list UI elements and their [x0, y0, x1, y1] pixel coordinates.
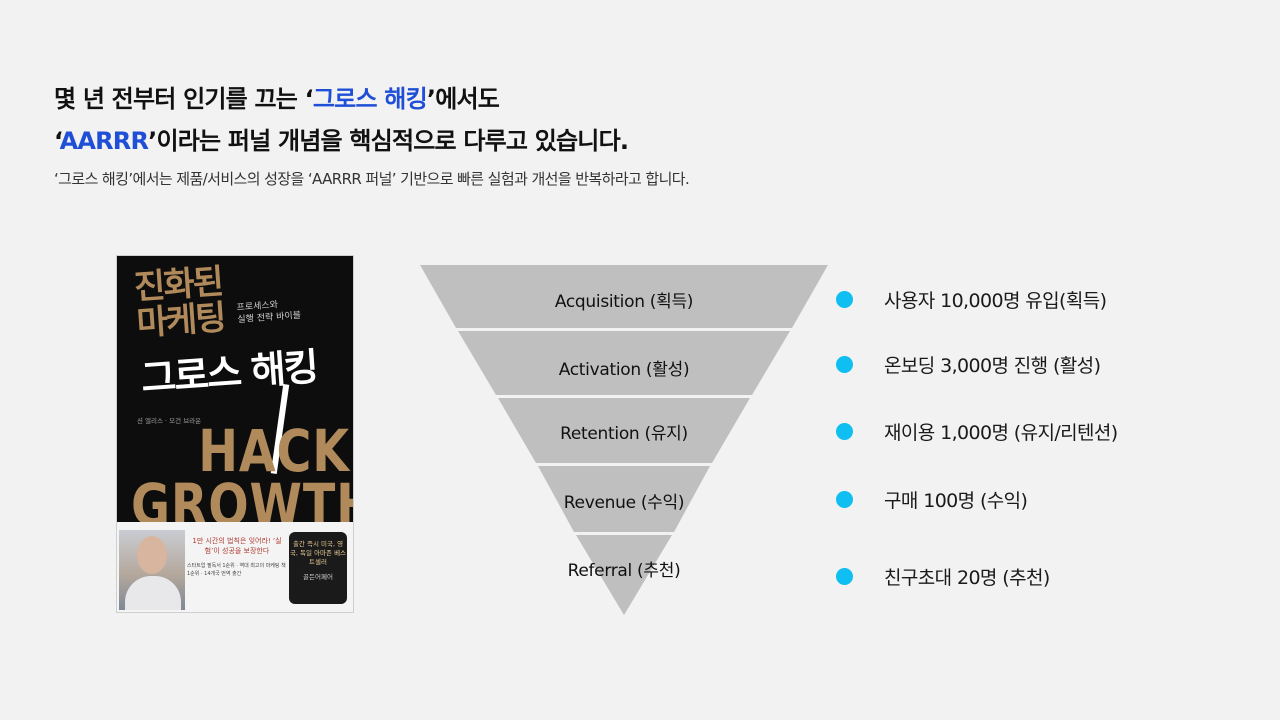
publisher-name: 골든어페어	[303, 573, 333, 581]
bullet-dot-icon	[836, 290, 853, 308]
bullet-dot-icon	[836, 490, 853, 508]
funnel-label-activation: Activation (활성)	[558, 360, 690, 380]
headline: 몇 년 전부터 인기를 끄는 ‘그로스 해킹’에서도 ‘AARRR’이라는 퍼널…	[54, 78, 629, 162]
metric-item-referral: 친구초대 20명 (추천)	[836, 564, 1050, 589]
metric-text: 친구초대 20명 (추천)	[884, 566, 1050, 589]
bullet-dot-icon	[836, 422, 853, 440]
metric-text: 온보딩 3,000명 진행 (활성)	[884, 354, 1101, 377]
bullet-dot-icon	[836, 355, 853, 373]
funnel-label-retention: Retention (유지)	[560, 424, 688, 444]
headline-text: 몇 년 전부터 인기를 끄는 ‘	[54, 85, 314, 113]
bestseller-badge: 출간 즉시 미국, 영국, 독일 아마존 베스트셀러 골든어페어	[289, 532, 347, 604]
subheadline: ‘그로스 해킹’에서는 제품/서비스의 성장을 ‘AARRR 퍼널’ 기반으로 …	[54, 170, 690, 188]
headline-highlight-aarrr: AARRR	[59, 127, 149, 155]
book-title-top: 진화된 마케팅	[133, 262, 226, 344]
bullet-dot-icon	[836, 567, 853, 585]
metric-item-retention: 재이용 1,000명 (유지/리텐션)	[836, 419, 1118, 444]
metric-item-revenue: 구매 100명 (수익)	[836, 487, 1028, 512]
book-cover-image: 진화된 마케팅 프로세스와 실행 전략 바이블 그로스 해킹 션 엘리스 · 모…	[117, 256, 353, 612]
badge-text: 출간 즉시 미국, 영국, 독일 아마존 베스트셀러	[289, 540, 347, 566]
book-title-main: 그로스 해킹	[139, 344, 319, 401]
funnel-label-acquisition: Acquisition (획득)	[554, 292, 694, 312]
funnel-label-referral: Referral (추천)	[567, 561, 681, 581]
book-english-title: HACKING GROWTH	[131, 417, 353, 534]
book-bullets: 스타트업 필독서 1순위 · 역대 최고의 마케팅 책 1순위 · 14개국 번…	[187, 563, 286, 577]
metric-text: 사용자 10,000명 유입(획득)	[884, 289, 1107, 312]
metric-item-acquisition: 사용자 10,000명 유입(획득)	[836, 287, 1107, 312]
headline-highlight-growth-hacking: 그로스 해킹	[312, 85, 428, 113]
headline-text: ‘	[54, 127, 60, 155]
book-english-title-line: HACKING	[198, 417, 353, 485]
metric-item-activation: 온보딩 3,000명 진행 (활성)	[836, 352, 1101, 377]
headline-text: ’에서도	[426, 85, 500, 113]
metric-text: 구매 100명 (수익)	[884, 489, 1028, 512]
author-photo	[119, 530, 185, 610]
book-tagline: 프로세스와 실행 전략 바이블	[236, 298, 301, 326]
funnel-label-revenue: Revenue (수익)	[563, 493, 685, 513]
metric-text: 재이용 1,000명 (유지/리텐션)	[884, 421, 1118, 444]
book-quote: 1만 시간의 법칙은 잊어라! ‘실험’이 성공을 보장한다	[192, 537, 282, 555]
book-authors: 션 엘리스 · 모건 브라운	[137, 417, 202, 425]
book-title-line: 마케팅	[135, 297, 226, 344]
headline-line-2: ‘AARRR’이라는 퍼널 개념을 핵심적으로 다루고 있습니다.	[54, 120, 629, 162]
book-lower-panel: 1만 시간의 법칙은 잊어라! ‘실험’이 성공을 보장한다 스타트업 필독서 …	[117, 522, 353, 612]
headline-line-1: 몇 년 전부터 인기를 끄는 ‘그로스 해킹’에서도	[54, 78, 628, 120]
headline-text: ’이라는 퍼널 개념을 핵심적으로 다루고 있습니다.	[148, 127, 629, 155]
